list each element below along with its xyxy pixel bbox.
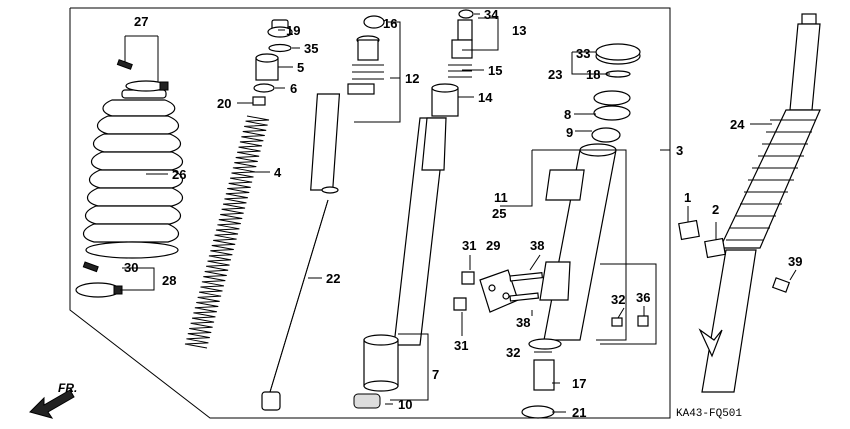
callout-6: 6: [290, 81, 297, 96]
callout-26: 26: [172, 167, 186, 182]
callout-31-lower: 31: [454, 338, 468, 353]
callout-35: 34: [484, 7, 499, 22]
callout-29: 29: [486, 238, 500, 253]
boot-clamp-lower: [75, 261, 123, 298]
callout-13: 13: [512, 23, 526, 38]
callout-36: 35: [304, 41, 318, 56]
ring-16: [363, 15, 385, 29]
callout-33: 32: [506, 345, 520, 360]
callout-25: 25: [492, 206, 506, 221]
boot-clamp-upper: [116, 59, 169, 92]
callout-5: 5: [297, 60, 304, 75]
damper-rod-22: [261, 199, 329, 411]
dust-boot-26: [82, 89, 184, 259]
bolt-39: [771, 277, 791, 293]
fork-valve-13: [448, 9, 474, 78]
callout-37: 36: [636, 290, 650, 305]
callout-24: 24: [730, 117, 745, 132]
figure-code: KA43-FQ501: [676, 408, 742, 420]
fork-spring-4: [184, 115, 270, 349]
callout-17: 17: [572, 376, 586, 391]
callout-3: 3: [676, 143, 683, 158]
damper-rod-12: [310, 35, 384, 194]
callout-20: 20: [217, 96, 231, 111]
callout-38-lower: 38: [516, 315, 530, 330]
callout-12: 12: [405, 71, 419, 86]
callout-28: 28: [162, 273, 176, 288]
callout-9: 9: [566, 125, 573, 140]
callout-38-upper: 38: [530, 238, 544, 253]
callout-11: 11: [494, 190, 508, 205]
front-direction-label: FR.: [58, 381, 77, 395]
fork-pipe-7: [353, 83, 459, 409]
callout-18: 18: [586, 67, 600, 82]
fork-assembly-24: [698, 13, 821, 393]
callout-31-upper: 31: [462, 238, 476, 253]
callout-10: 10: [398, 397, 412, 412]
front-direction-arrow: FR.: [29, 381, 77, 419]
callout-21: 21: [572, 405, 586, 420]
callout-14: 14: [478, 90, 493, 105]
callout-34: 33: [576, 46, 590, 61]
callout-16: 16: [383, 16, 397, 31]
axle-holder-29: [453, 269, 544, 313]
fork-slider-3: [521, 143, 617, 419]
callout-30: 30: [124, 260, 138, 275]
hardware-32-37: [611, 315, 649, 327]
callout-8: 8: [564, 107, 571, 122]
callout-32: 32: [611, 292, 625, 307]
callout-7: 7: [432, 367, 439, 382]
callout-2: 2: [712, 202, 719, 217]
callout-4: 4: [274, 165, 282, 180]
leader-lines: [120, 13, 797, 413]
callout-23: 23: [548, 67, 562, 82]
callout-1: 1: [684, 190, 691, 205]
callout-22: 22: [326, 271, 340, 286]
callout-27: 27: [134, 14, 148, 29]
callout-labels: 27 26 30 28 19 35 5 6 20 4 16 12 22 34 1…: [124, 7, 802, 420]
fork-cap-assembly: [252, 19, 293, 106]
damper-1-2: [678, 219, 726, 259]
steering-bearing-set: [591, 43, 641, 143]
callout-15: 15: [488, 63, 502, 78]
diagram-frame: [69, 7, 671, 419]
callout-19: 19: [286, 23, 300, 38]
callout-39: 39: [788, 254, 802, 269]
